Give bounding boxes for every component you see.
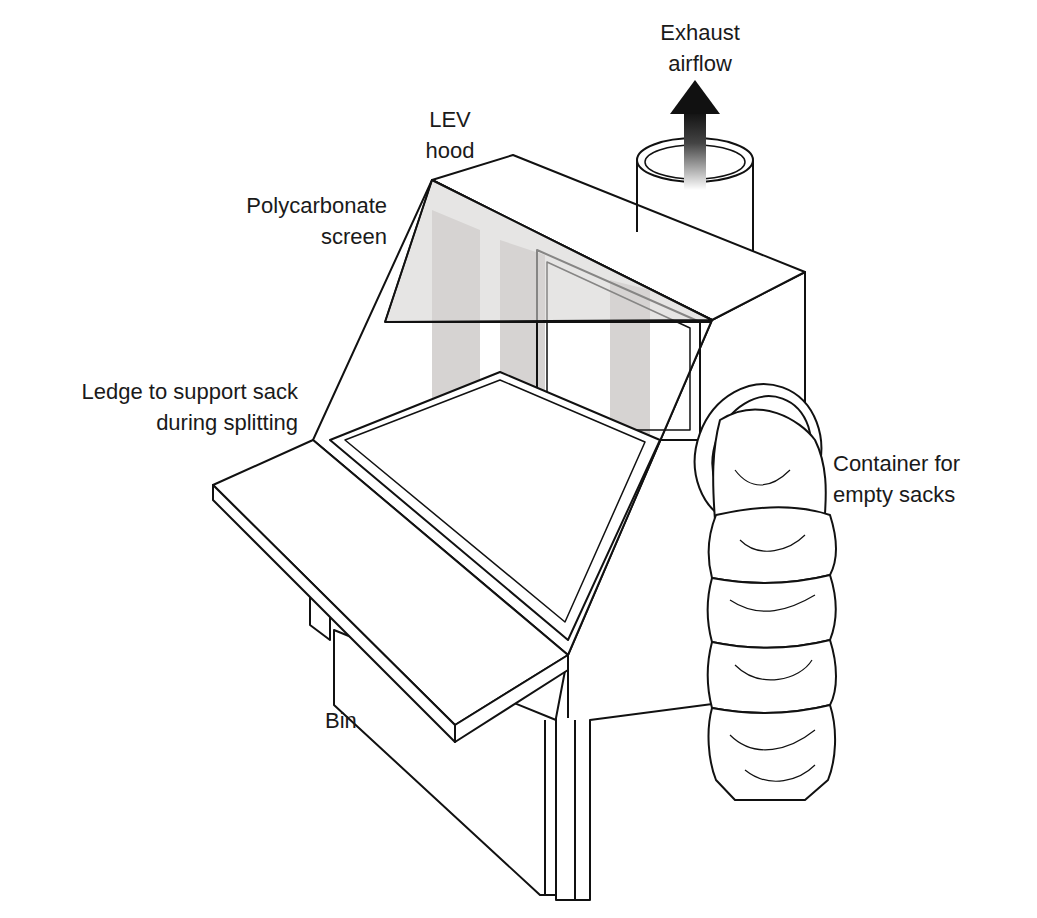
bin-edge bbox=[544, 720, 546, 895]
part-label: LEV hood bbox=[405, 104, 495, 166]
ledge-edge bbox=[213, 485, 455, 742]
sack-port-inner bbox=[696, 382, 827, 528]
sack-bag-top bbox=[713, 410, 826, 520]
sack-bag-segment bbox=[709, 508, 836, 583]
part-label: Exhaust airflow bbox=[640, 17, 760, 79]
ledge-edge bbox=[455, 655, 568, 742]
leg-edge bbox=[574, 720, 576, 900]
part-label: Ledge to support sack during splitting bbox=[60, 376, 298, 438]
exhaust-arrowhead bbox=[670, 80, 720, 114]
polycarbonate-screen bbox=[385, 180, 712, 322]
sack-creases bbox=[730, 470, 815, 781]
ledge bbox=[213, 440, 568, 725]
part-label: Bin bbox=[325, 705, 385, 736]
sack-bag-bottom bbox=[709, 705, 836, 800]
screen-edge bbox=[385, 180, 432, 322]
part-label: Container for empty sacks bbox=[833, 448, 1023, 510]
part-label: Polycarbonate screen bbox=[205, 190, 387, 252]
screen-edge bbox=[385, 321, 712, 323]
exhaust-arrow bbox=[684, 112, 706, 190]
sack-bag-segment bbox=[708, 640, 837, 713]
